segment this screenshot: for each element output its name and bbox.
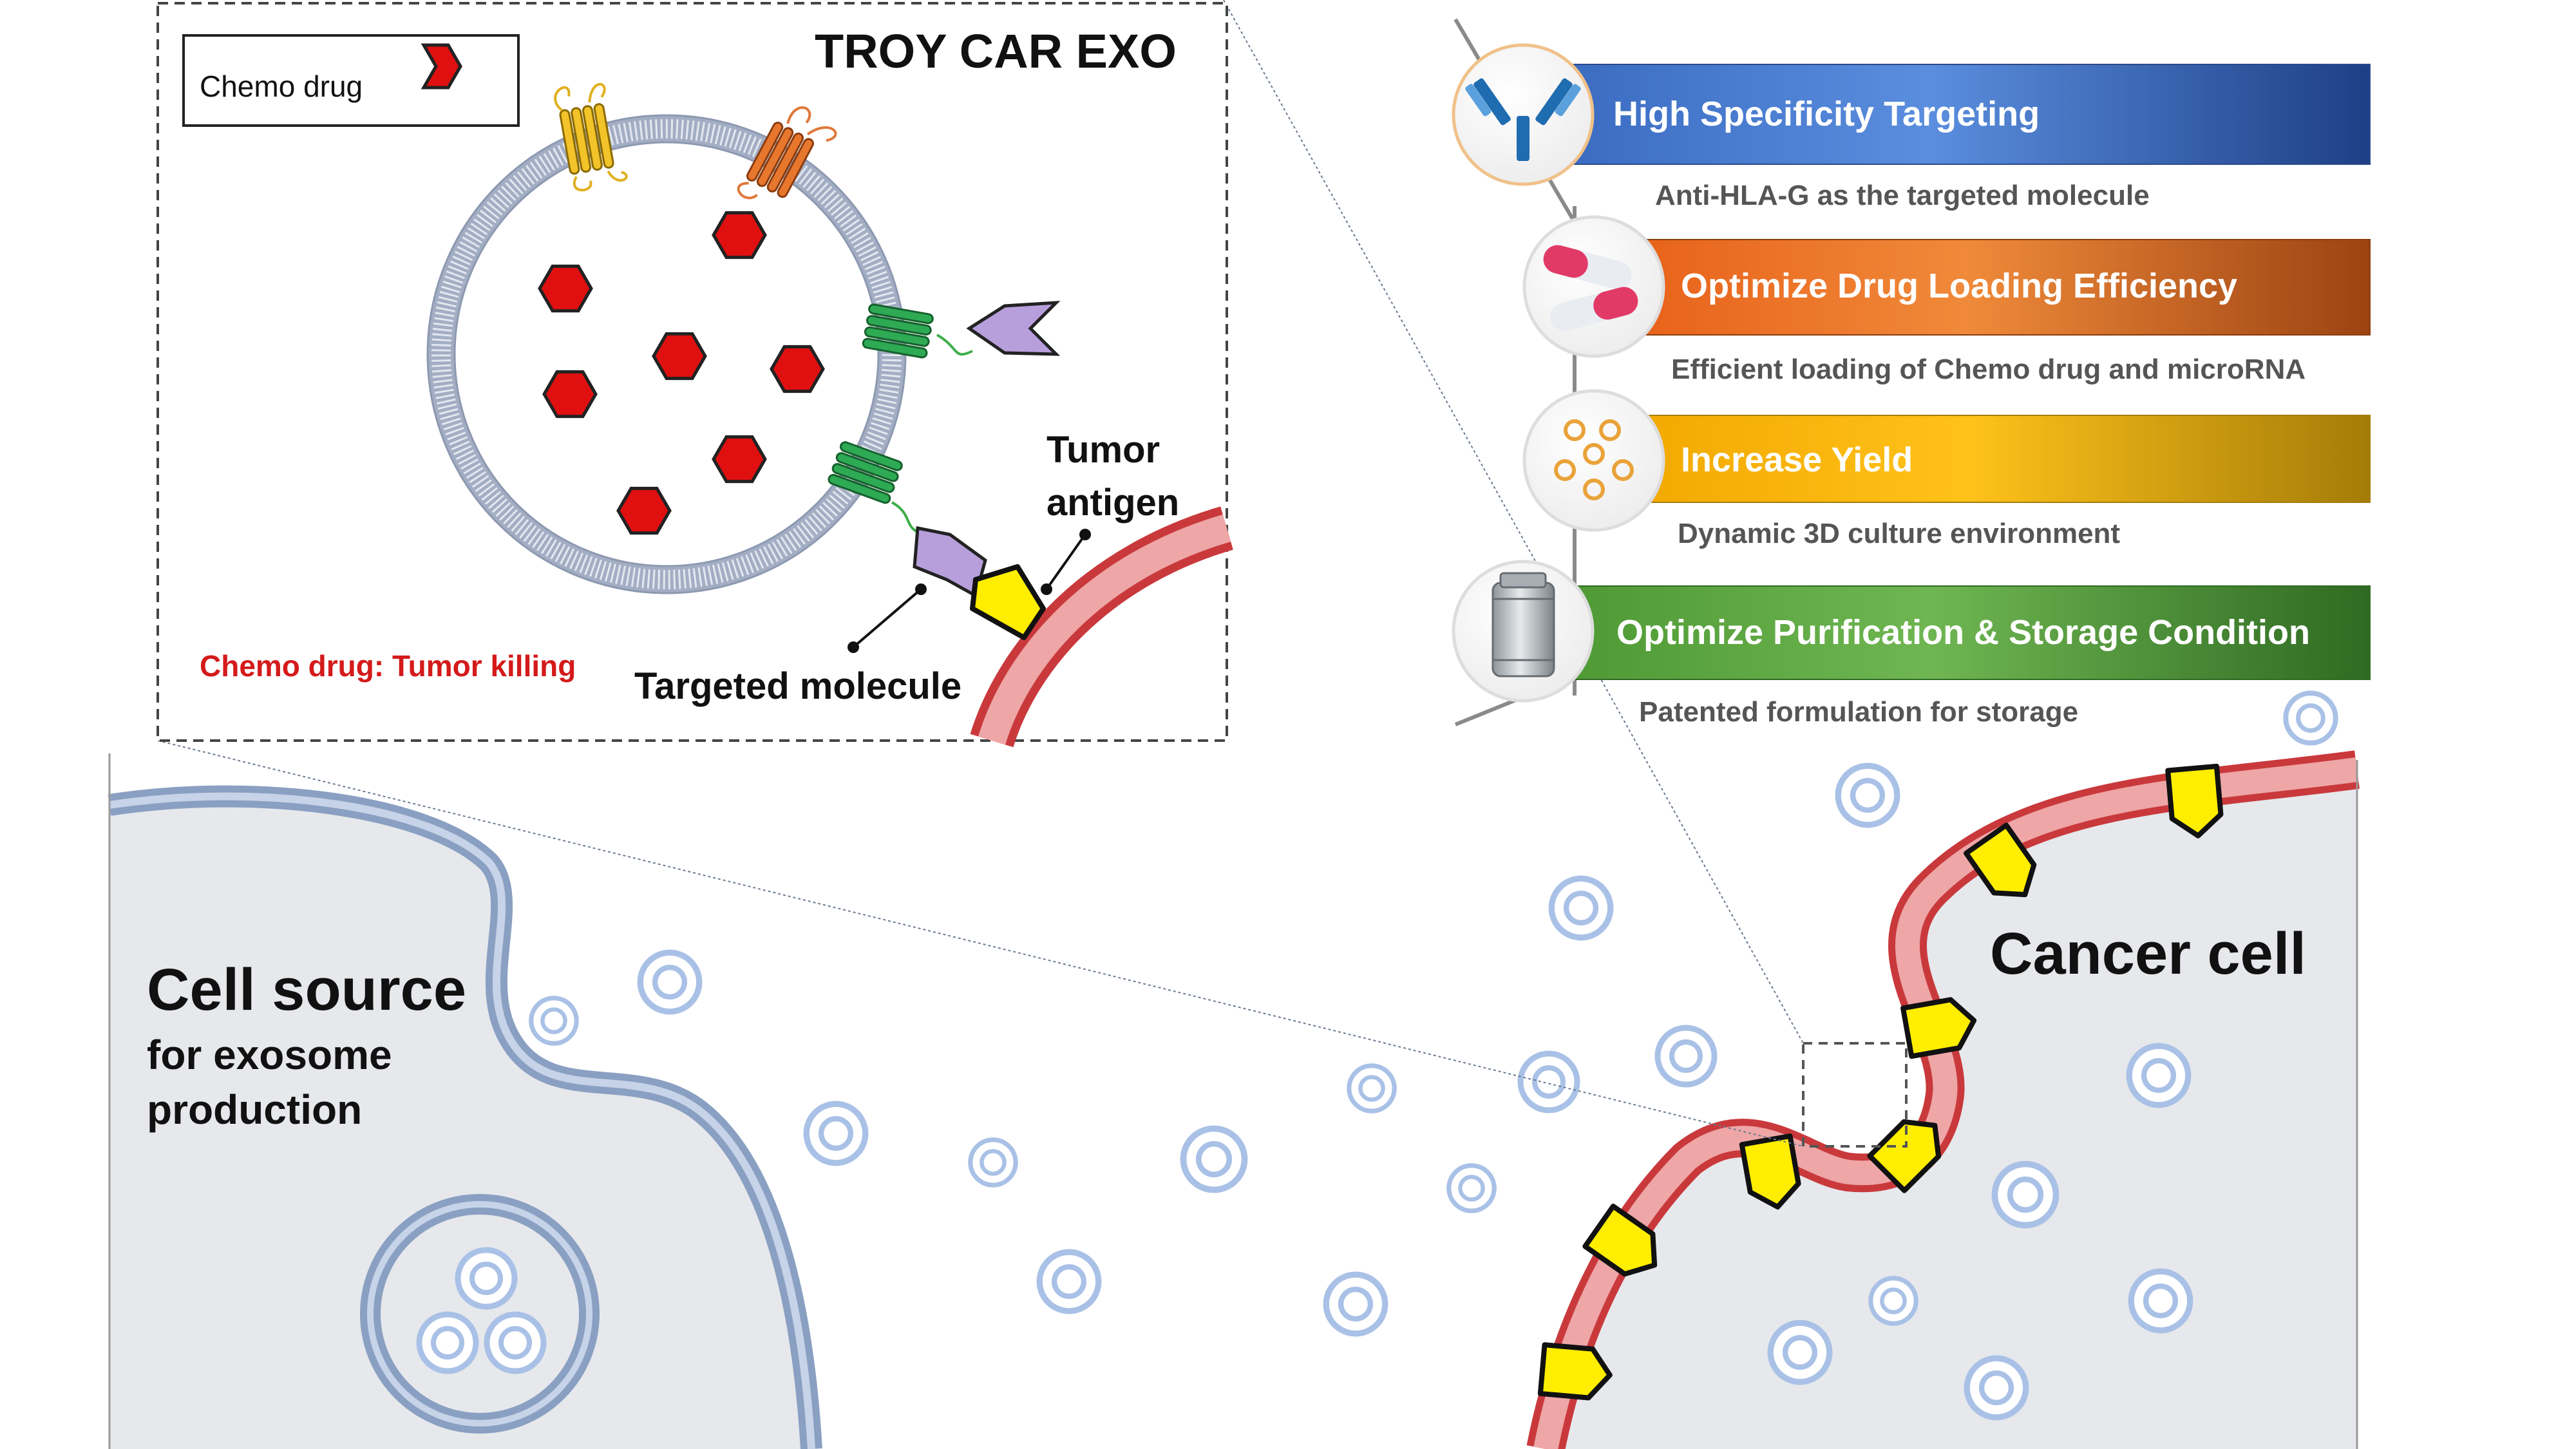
feature-panel: High Specificity Targeting Anti-HLA-G as… — [1452, 18, 2371, 728]
feature-subtitle: Efficient loading of Chemo drug and micr… — [1671, 354, 2306, 385]
tumor-antigen — [1900, 997, 1977, 1059]
cryo-tank-icon — [1492, 572, 1555, 677]
tumor-antigen-inset — [970, 564, 1046, 640]
chemo-drugs — [538, 211, 825, 535]
tumor-antigen-label-1: Tumor — [1046, 429, 1160, 471]
inset-panel: Chemo drug TROY CAR EXO Tumor antigen Ta… — [156, 2, 1233, 748]
feature-banner — [1638, 415, 2371, 503]
legend: Chemo drug — [182, 34, 520, 127]
exosome — [1658, 1028, 1714, 1084]
membrane-protein-yellow — [554, 82, 628, 192]
feature-title: High Specificity Targeting — [1613, 95, 2040, 133]
capsule-icon — [1543, 245, 1638, 332]
exosome — [2129, 1046, 2188, 1105]
tumor-antigen-label-2: antigen — [1046, 482, 1179, 524]
tumor-antigen — [1582, 1204, 1658, 1277]
cell-source-body — [109, 760, 811, 1449]
legend-label: Chemo drug — [200, 70, 363, 103]
exosome — [531, 998, 576, 1043]
feature-title: Optimize Drug Loading Efficiency — [1681, 267, 2237, 305]
feature-icon-bubble — [1522, 389, 1665, 532]
cell-source-line2: production — [147, 1086, 362, 1133]
exosome — [2286, 693, 2335, 743]
feature-banner — [1638, 239, 2371, 336]
feature-item-yield: Increase Yield Dynamic 3D culture enviro… — [1522, 389, 2371, 549]
exosome — [1994, 1164, 2056, 1225]
exosome — [1039, 1252, 1099, 1311]
chemo-drug-icon — [538, 264, 593, 313]
legend-chemo-icon — [421, 43, 462, 90]
chemo-drug-icon — [652, 332, 707, 381]
exosome — [487, 1314, 544, 1371]
feature-subtitle: Dynamic 3D culture environment — [1678, 518, 2120, 549]
feature-item-purification: Optimize Purification & Storage Conditio… — [1452, 560, 2371, 728]
feature-icon-bubble — [1452, 43, 1595, 186]
tumor-antigen — [2165, 763, 2224, 838]
exosome — [806, 1104, 866, 1163]
feature-subtitle: Patented formulation for storage — [1639, 696, 2078, 728]
exosome — [1520, 1054, 1577, 1110]
tumor-antigen — [1867, 1119, 1942, 1193]
exosome — [1449, 1166, 1494, 1211]
tumor-antigen — [1964, 822, 2037, 898]
feature-banner — [1571, 64, 2371, 165]
feature-subtitle: Anti-HLA-G as the targeted molecule — [1655, 180, 2150, 211]
chemo-drug-icon — [712, 211, 767, 260]
vesicle-cluster-icon — [1554, 419, 1634, 500]
feature-title: Optimize Purification & Storage Conditio… — [1616, 613, 2310, 652]
exosome — [1183, 1128, 1244, 1189]
exosome — [1770, 1323, 1830, 1382]
exosome — [1551, 878, 1611, 938]
cell-source-line1: for exosome — [147, 1032, 392, 1078]
exosome — [1349, 1066, 1394, 1111]
cell-source: Cell source for exosome production — [108, 753, 822, 1449]
tumor-antigen — [1537, 1342, 1613, 1401]
chemo-drug-icon — [770, 345, 825, 393]
exosome — [419, 1314, 476, 1371]
chemo-drug-icon — [542, 370, 598, 419]
targeted-molecule-label: Targeted molecule — [634, 665, 961, 707]
targeting-molecule — [966, 301, 1061, 356]
exosome — [1967, 1358, 2026, 1417]
exosome — [458, 1250, 515, 1307]
exosome — [1838, 766, 1897, 825]
inset-title: TROY CAR EXO — [815, 24, 1177, 78]
feature-title: Increase Yield — [1681, 440, 1913, 479]
zoom-indicator — [157, 0, 1908, 1148]
car-receptor-lower — [828, 441, 1046, 640]
exosome — [1326, 1274, 1385, 1334]
multivesicular-body — [360, 1194, 600, 1434]
tumor-antigens — [1537, 763, 2224, 1401]
cancer-cell-title: Cancer cell — [1990, 921, 2306, 987]
antibody-icon — [1465, 78, 1581, 161]
zoom-box — [1802, 1042, 1908, 1148]
car-receptor-upper — [862, 301, 1061, 359]
inset-annotations: Tumor antigen Targeted molecule Chemo dr… — [200, 429, 1179, 707]
exosome — [2131, 1271, 2190, 1331]
exosome — [640, 952, 699, 1012]
chemo-caption: Chemo drug: Tumor killing — [200, 649, 576, 683]
exosome — [971, 1140, 1016, 1185]
tumor-antigen — [1739, 1133, 1801, 1210]
chemo-drug-icon — [712, 435, 767, 484]
feature-item-loading: Optimize Drug Loading Efficiency Efficie… — [1522, 215, 2371, 385]
feature-item-targeting: High Specificity Targeting Anti-HLA-G as… — [1452, 43, 2371, 211]
membrane-protein-orange — [737, 106, 837, 200]
feature-icon-bubble — [1522, 215, 1665, 358]
exosome — [1871, 1278, 1916, 1323]
feature-banner — [1571, 585, 2371, 680]
cancer-cell: Cancer cell — [1526, 750, 2360, 1449]
chemo-drug-icon — [616, 486, 672, 535]
cell-source-title: Cell source — [147, 957, 466, 1023]
